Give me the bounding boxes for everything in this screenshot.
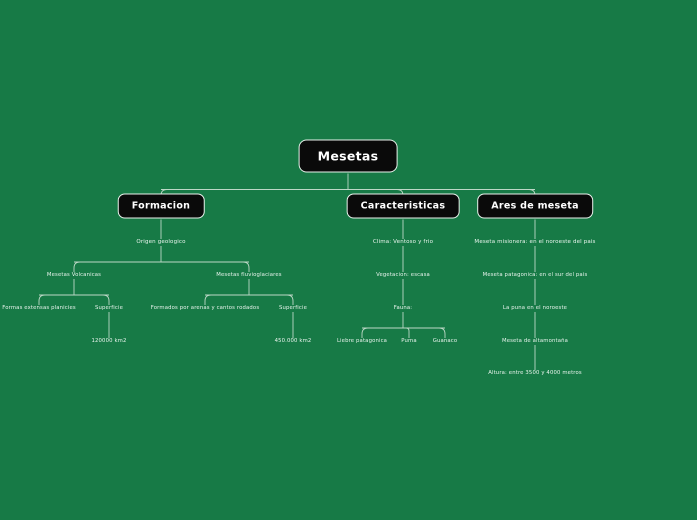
- node-l4-la-puna-en-el-noroeste: La puna en el noroeste: [502, 305, 568, 311]
- node-l3-meseta-patagonica-en-el-sur-del-pais: Meseta patagonica: en el sur del pais: [482, 272, 588, 278]
- node-l4-superficie: Superficie: [95, 305, 123, 311]
- node-l4-formados-por-arenas-y-cantos-rodados: Formados por arenas y cantos rodados: [150, 305, 260, 311]
- root-node-mesetas[interactable]: Mesetas: [298, 139, 398, 173]
- node-l5-guanaco: Guanaco: [432, 338, 458, 344]
- node-l2-clima-ventoso-y-frio: Clima: Ventoso y frio: [372, 239, 434, 245]
- node-l3-vegetacion-escasa: Vegetacion: escasa: [376, 272, 430, 278]
- node-l5-puma: Puma: [401, 338, 417, 344]
- node-l2-origen-geologico: Origen geologico: [136, 239, 186, 245]
- node-l3-mesetas-volcanicas: Mesetas Volcanicas: [46, 272, 102, 278]
- node-l4-superficie: Superficie: [279, 305, 307, 311]
- node-l5-120000-km2: 120000 km2: [91, 338, 127, 344]
- branch-node-formacion[interactable]: Formacion: [117, 193, 205, 219]
- node-l6-altura-entre-3500-y-4000-metros: Altura: entre 3500 y 4000 metros: [488, 370, 582, 376]
- branch-node-ares-de-meseta[interactable]: Ares de meseta: [477, 193, 593, 219]
- node-l2-meseta-misionera-en-el-noroeste-del-pais: Meseta misionera: en el noroeste del pai…: [474, 239, 596, 245]
- node-l5-liebre-patagonica: Liebre patagonica: [336, 338, 388, 344]
- branch-node-caracteristicas[interactable]: Caracteristicas: [346, 193, 460, 219]
- node-l5-meseta-de-altamontana: Meseta de altamontaña: [501, 338, 569, 344]
- node-l4-fauna: Fauna:: [393, 305, 413, 311]
- node-l3-mesetas-fluvioglaciares: Mesetas fluvioglaciares: [216, 272, 282, 278]
- node-l4-formas-extensas-planicies: Formas extensas planicies: [2, 305, 76, 311]
- node-l5-450-000-km2: 450.000 km2: [274, 338, 312, 344]
